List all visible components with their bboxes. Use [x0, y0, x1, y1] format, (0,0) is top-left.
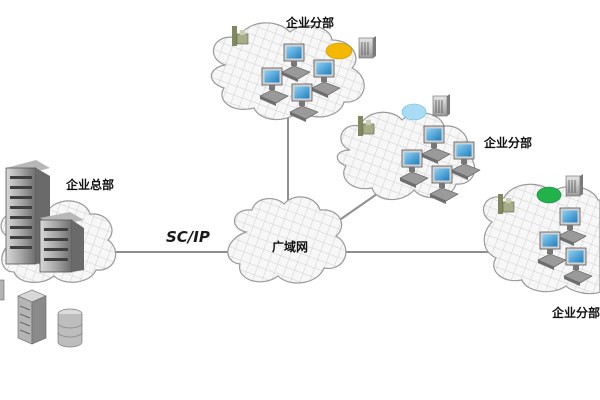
wan-cloud — [227, 196, 347, 284]
headquarters-label: 企业总部 — [66, 178, 115, 192]
printer-icon — [432, 93, 451, 117]
office-building-icon — [39, 212, 84, 273]
protocol-label: SC/IP — [166, 228, 210, 246]
printer-icon — [565, 173, 584, 197]
database-icon — [57, 308, 83, 348]
rack-server-icon — [17, 289, 47, 345]
rack-server-icon — [0, 279, 5, 301]
status-light-icon — [401, 103, 427, 121]
status-light-icon — [536, 186, 562, 204]
printer-icon — [358, 35, 377, 59]
wan-label: 广域网 — [272, 240, 309, 254]
status-light-icon — [325, 42, 353, 60]
branch-top-label: 企业分部 — [286, 16, 335, 30]
branch-right-label: 企业分部 — [552, 306, 600, 320]
branch-mid-label: 企业分部 — [484, 136, 533, 150]
